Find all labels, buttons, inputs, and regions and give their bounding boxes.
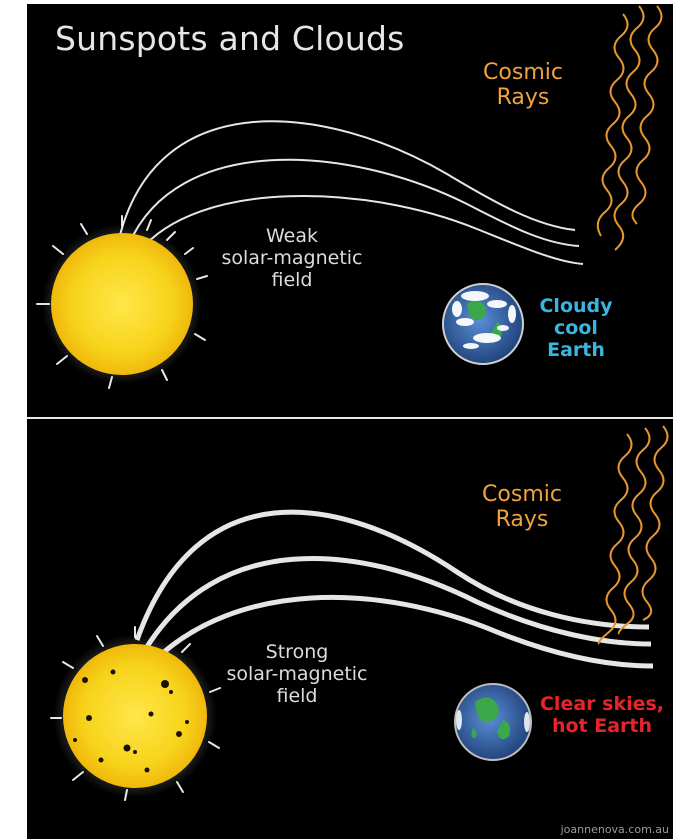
- cosmic-rays-label-top: Cosmic Rays: [473, 60, 573, 111]
- cosmic-rays: [596, 5, 663, 251]
- cosmic-label-line: Cosmic: [483, 60, 563, 85]
- cosmic-ray-wave: [596, 13, 629, 237]
- page-title: Sunspots and Clouds: [55, 19, 405, 58]
- field-line: [142, 556, 652, 652]
- field-line: [128, 158, 580, 247]
- field-line: [153, 594, 654, 669]
- field-label-line: field: [271, 268, 313, 291]
- cosmic-label-line: Rays: [496, 85, 550, 111]
- cosmic-ray-wave: [641, 425, 669, 621]
- earth-label-line: hot Earth: [551, 714, 653, 737]
- field-label-line: solar-magnetic: [221, 246, 363, 269]
- cosmic-ray-wave: [597, 433, 633, 645]
- sun-with-sunspots: [50, 626, 221, 801]
- panel-divider: [27, 414, 673, 422]
- earth-label-line: cool: [554, 316, 598, 339]
- panel-weak-graphics: [36, 5, 663, 389]
- sun: [36, 215, 208, 389]
- magnetic-field-lines: [134, 509, 654, 669]
- field-label-line: Weak: [265, 225, 318, 247]
- cosmic-rays-label-bottom: Cosmic Rays: [472, 482, 572, 533]
- field-line: [138, 195, 584, 265]
- earth-clear: [454, 683, 532, 761]
- field-label-line: field: [276, 684, 318, 707]
- field-label-line: solar-magnetic: [226, 662, 368, 685]
- field-label-strong: Strong solar-magnetic field: [212, 641, 382, 708]
- cosmic-label-line: Rays: [495, 507, 549, 533]
- earth-cloudy: [442, 283, 524, 365]
- credit-watermark: joannenova.com.au: [560, 823, 669, 837]
- cosmic-label-line: Cosmic: [482, 482, 562, 507]
- cosmic-ray-wave: [631, 5, 663, 225]
- panel-strong-graphics: [50, 425, 669, 801]
- magnetic-field-lines: [118, 120, 584, 265]
- field-line: [118, 120, 576, 240]
- earth-label-line: Earth: [547, 338, 605, 361]
- sunspots: [73, 669, 189, 773]
- cosmic-ray-wave: [613, 5, 645, 251]
- panel-weak-field: Sunspots and Clouds Weak solar-magnetic …: [27, 4, 673, 414]
- field-line: [134, 509, 650, 641]
- earth-label-line: Clear skies,: [539, 693, 665, 715]
- cosmic-ray-wave: [617, 427, 651, 635]
- earth-label-cloudy: Cloudy cool Earth: [531, 295, 621, 362]
- cosmic-rays: [597, 425, 669, 645]
- field-label-line: Strong: [265, 641, 329, 663]
- panel-strong-field: Strong solar-magnetic field Cosmic Rays …: [27, 422, 673, 839]
- earth-label-line: Cloudy: [539, 295, 613, 317]
- field-label-weak: Weak solar-magnetic field: [207, 225, 377, 292]
- earth-label-clear: Clear skies, hot Earth: [537, 693, 667, 738]
